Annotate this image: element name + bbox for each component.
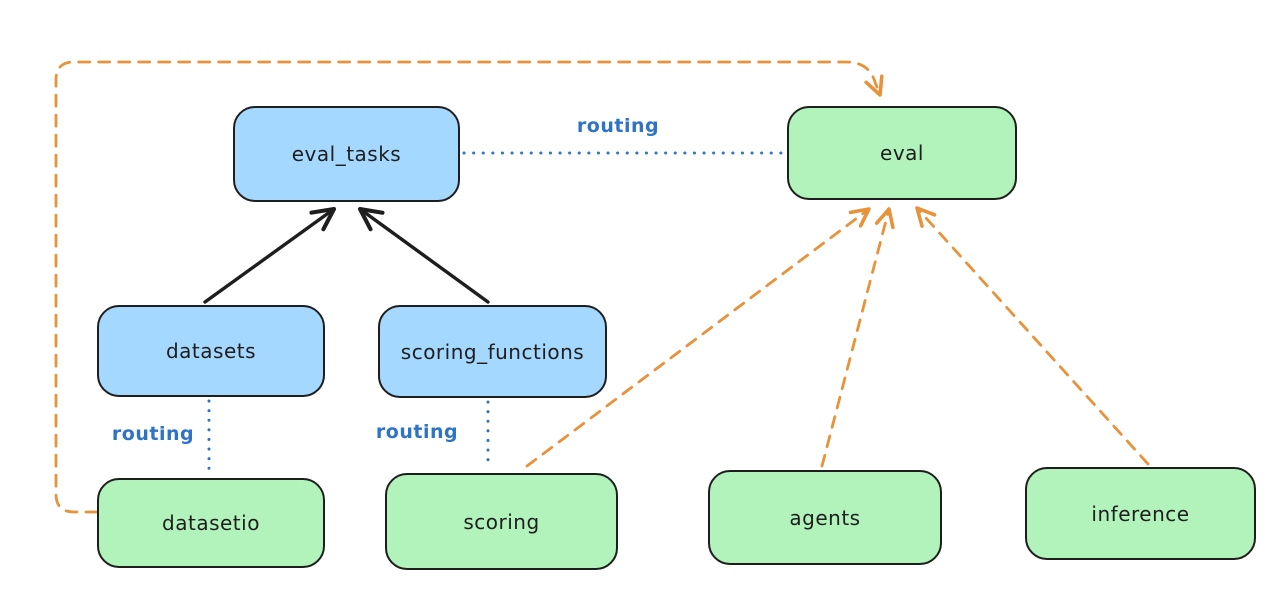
node-agents-label: agents: [789, 505, 861, 530]
routing-label-eval-tasks-eval: routing: [576, 115, 660, 137]
node-scoring-functions-label: scoring_functions: [400, 339, 585, 364]
node-scoring-label: scoring: [463, 509, 540, 534]
edge-agents-to-eval: [820, 207, 895, 468]
edge-inference-to-eval: [915, 206, 1150, 466]
node-inference-label: inference: [1091, 501, 1190, 526]
node-datasets: datasets: [97, 305, 325, 397]
node-datasetio: datasetio: [97, 478, 325, 568]
node-inference: inference: [1025, 467, 1256, 560]
node-datasets-label: datasets: [165, 339, 257, 363]
routing-label-scoring-functions-scoring: routing: [375, 421, 459, 443]
edge-scoring-to-eval: [525, 207, 871, 468]
node-scoring-functions: scoring_functions: [378, 305, 607, 398]
edge-datasetio-to-eval: [54, 60, 884, 514]
node-scoring: scoring: [385, 473, 618, 570]
node-eval-label: eval: [880, 141, 924, 165]
edge-scoring_functions-to-eval_tasks: [357, 206, 490, 304]
node-eval-tasks: eval_tasks: [233, 106, 460, 202]
node-eval: eval: [787, 106, 1017, 200]
node-datasetio-label: datasetio: [162, 511, 260, 535]
node-eval-tasks-label: eval_tasks: [291, 142, 402, 166]
routing-label-datasets-datasetio: routing: [111, 423, 195, 445]
node-agents: agents: [708, 470, 942, 565]
edge-datasets-to-eval_tasks: [203, 206, 337, 304]
